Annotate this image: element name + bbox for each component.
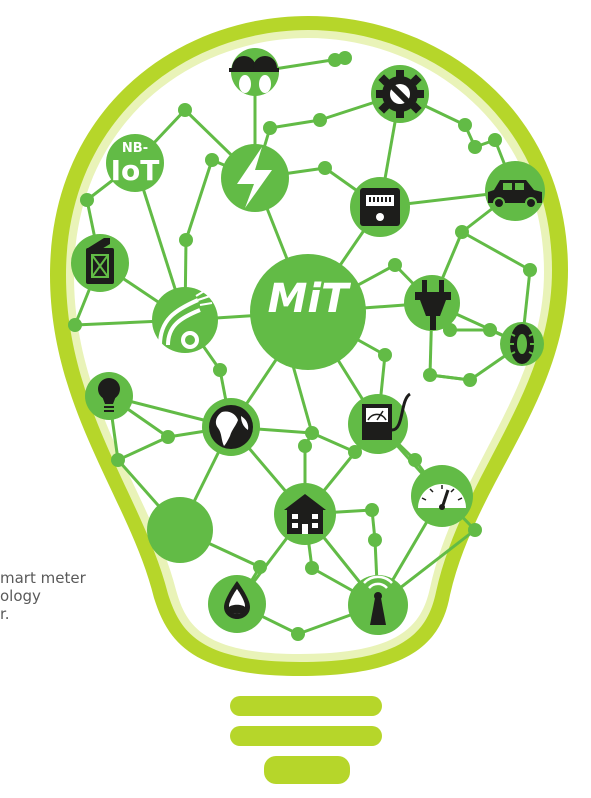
caption-line-2: ology	[0, 587, 41, 605]
junction-dot	[205, 153, 219, 167]
nb-iot-icon	[106, 134, 164, 192]
bulb-base-tip	[264, 756, 350, 784]
junction-dot	[388, 258, 402, 272]
network-edge	[461, 230, 531, 272]
bulb-base-bar-2	[230, 726, 382, 746]
plug-glyph	[415, 280, 451, 330]
junction-dot	[305, 426, 319, 440]
meter-display-glyph	[360, 188, 400, 226]
junction-dot	[313, 113, 327, 127]
junction-dot	[305, 561, 319, 575]
car-glyph	[488, 180, 542, 209]
junction-dot	[368, 533, 382, 547]
center-label: MiT	[268, 276, 352, 322]
junction-dot	[161, 430, 175, 444]
caption-line-3: r.	[0, 605, 10, 623]
fiber-cable-glyph	[158, 289, 213, 349]
junction-dot	[298, 439, 312, 453]
house-glyph	[284, 494, 326, 534]
network-edge	[311, 431, 356, 454]
bulb-small-glyph	[98, 378, 120, 412]
center-mit-node	[250, 254, 366, 370]
nbiot-line2: IoT	[111, 154, 160, 187]
junction-dot	[253, 560, 267, 574]
junction-dot	[328, 53, 342, 67]
junction-dot	[468, 523, 482, 537]
junction-dot	[68, 318, 82, 332]
junction-dot	[463, 373, 477, 387]
junction-dot	[455, 225, 469, 239]
water-drop-glyph	[224, 581, 250, 619]
gauge-meter-glyph	[362, 392, 412, 440]
junction-dot	[80, 193, 94, 207]
network-edge	[117, 435, 169, 462]
nb-iot-glyph: NB- IoT	[111, 141, 160, 187]
junction-dot	[178, 103, 192, 117]
junction-dot	[365, 503, 379, 517]
network-edge	[184, 159, 214, 241]
bulb-base-bar-1	[230, 696, 382, 716]
junction-dot	[458, 118, 472, 132]
caption-text: mart meter ology r.	[0, 569, 140, 623]
junction-dot	[408, 453, 422, 467]
nbiot-line1: NB-	[122, 141, 148, 156]
junction-dot	[348, 445, 362, 459]
blank-node	[147, 497, 213, 563]
globe-glyph	[209, 405, 253, 449]
fuel-can-glyph	[86, 238, 114, 284]
tire-glyph	[510, 324, 534, 364]
junction-dot	[468, 140, 482, 154]
lightning-glyph	[237, 147, 272, 208]
caption-line-1: mart meter	[0, 569, 86, 587]
junction-dot	[483, 323, 497, 337]
speedometer-glyph	[418, 484, 466, 510]
junction-dot	[378, 348, 392, 362]
junction-dot	[263, 121, 277, 135]
network-edge	[269, 118, 321, 130]
junction-dot	[423, 368, 437, 382]
junction-dot	[213, 363, 227, 377]
junction-dot	[179, 233, 193, 247]
junction-dot	[291, 627, 305, 641]
worker-helmets-glyph	[229, 56, 279, 93]
junction-dot	[318, 161, 332, 175]
junction-dot	[488, 133, 502, 147]
junction-dot	[523, 263, 537, 277]
antenna-glyph	[363, 575, 393, 625]
wrench-gear-glyph	[376, 70, 424, 118]
junction-dot	[111, 453, 125, 467]
